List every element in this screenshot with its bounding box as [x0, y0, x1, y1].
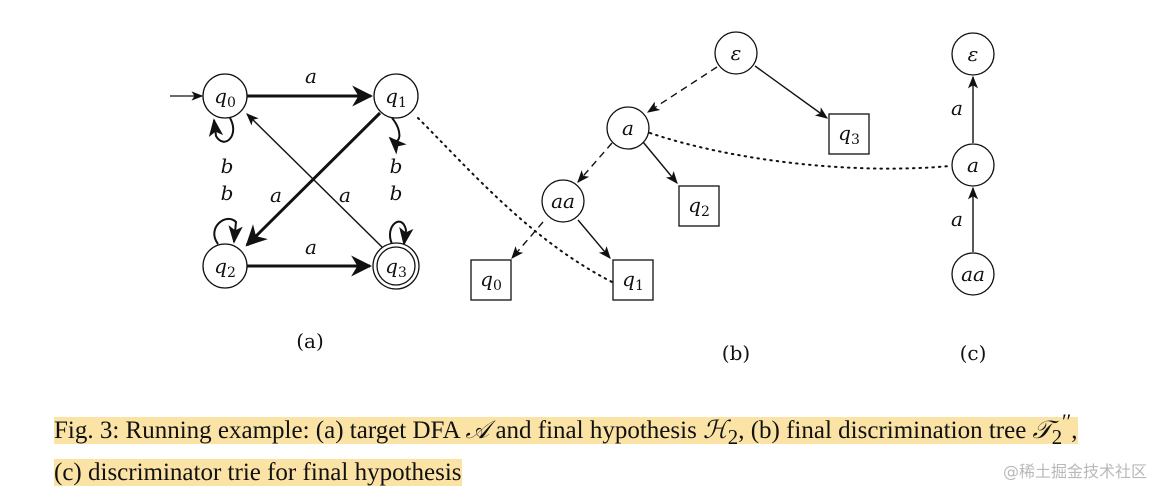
tree-edge-root-a	[646, 66, 718, 113]
svg-text:q3: q3	[838, 121, 860, 148]
svg-text:q3: q3	[385, 254, 407, 281]
loop-q0	[208, 117, 235, 143]
tree-leaf-q0: q0	[470, 259, 512, 301]
tree-edge-aa-q0	[511, 221, 544, 259]
trie-node-mid: a	[951, 143, 995, 187]
caption-mid1: and final hypothesis	[489, 417, 704, 445]
svg-text:q2: q2	[214, 254, 236, 281]
discriminator-trie: ε a aa a a (c)	[951, 32, 995, 365]
label-loop-q3: b	[390, 181, 403, 205]
svg-text:a: a	[622, 116, 634, 140]
svg-text:q0: q0	[214, 84, 236, 111]
caption-tree-symbol: 𝒯	[1032, 417, 1052, 445]
svg-text:aa: aa	[961, 262, 985, 286]
state-q0: q0	[202, 73, 248, 119]
figure-caption: Fig. 3: Running example: (a) target DFA …	[54, 404, 1099, 491]
state-q2: q2	[202, 243, 248, 289]
svg-text:q1: q1	[622, 267, 644, 294]
tree-edge-aa-q1	[577, 219, 611, 259]
tree-leaf-q1: q1	[612, 259, 654, 301]
caption-tree-sub: 2	[1051, 425, 1063, 450]
caption-suffix: , (c) discriminator trie for final hypot…	[54, 417, 1078, 487]
tree-leaf-q2: q2	[678, 185, 720, 227]
trie-node-bottom: aa	[951, 252, 995, 296]
tree-edge-root-q3	[754, 65, 829, 119]
label-loop-q0: b	[221, 154, 234, 178]
tree-edge-a-q2	[642, 141, 678, 184]
panel-label-c: (c)	[960, 341, 987, 365]
tree-node-root: ε	[714, 31, 758, 75]
caption-hypothesis-symbol: ℋ	[703, 417, 728, 445]
loop-q3	[389, 220, 414, 246]
label-q1-q2: a	[270, 183, 282, 207]
caption-hypothesis-sub: 2	[727, 425, 739, 450]
loop-q2	[213, 217, 243, 245]
edge-q3-q0	[246, 113, 384, 249]
dotted-link-a	[649, 132, 951, 170]
svg-text:aa: aa	[551, 189, 575, 213]
trie-node-top: ε	[951, 32, 995, 76]
dotted-link-q1	[417, 117, 613, 283]
tree-node-aa: aa	[541, 179, 585, 223]
discrimination-tree: ε a aa q3 q2 q0 q1 (b)	[470, 31, 951, 365]
svg-text:q0: q0	[480, 267, 502, 294]
panel-label-a: (a)	[296, 329, 324, 353]
tree-leaf-q3: q3	[828, 113, 870, 155]
watermark: @稀土掘金技术社区	[1002, 462, 1147, 481]
caption-prefix: Fig. 3: Running example: (a) target DFA	[54, 417, 466, 445]
figure-canvas: q0 q1 q2 q3 a a a a b b b b (a)	[170, 31, 995, 365]
label-q0-q1: a	[305, 64, 317, 88]
state-q3-accepting: q3	[372, 242, 420, 290]
svg-text:ε: ε	[731, 41, 742, 65]
dfa-diagram: q0 q1 q2 q3 a a a a b b b b (a)	[170, 64, 613, 353]
panel-label-b: (b)	[722, 341, 750, 365]
caption-dfa-symbol: 𝒜	[465, 417, 490, 445]
label-q2-q3: a	[305, 235, 317, 259]
trie-label-upper: a	[951, 96, 963, 120]
trie-label-lower: a	[951, 207, 963, 231]
caption-tree-sup: ′′	[1062, 410, 1072, 434]
loop-q1	[388, 117, 407, 155]
tree-edge-a-aa	[577, 142, 613, 183]
label-loop-q2: b	[221, 181, 234, 205]
caption-mid2: , (b) final discrimination tree	[738, 417, 1033, 445]
svg-text:a: a	[967, 153, 979, 177]
tree-node-a: a	[606, 106, 650, 150]
label-loop-q1: b	[390, 154, 403, 178]
svg-text:ε: ε	[968, 42, 979, 66]
label-q3-q0: a	[339, 183, 351, 207]
svg-text:q2: q2	[688, 193, 710, 220]
svg-text:q1: q1	[385, 84, 407, 111]
state-q1: q1	[373, 73, 419, 119]
